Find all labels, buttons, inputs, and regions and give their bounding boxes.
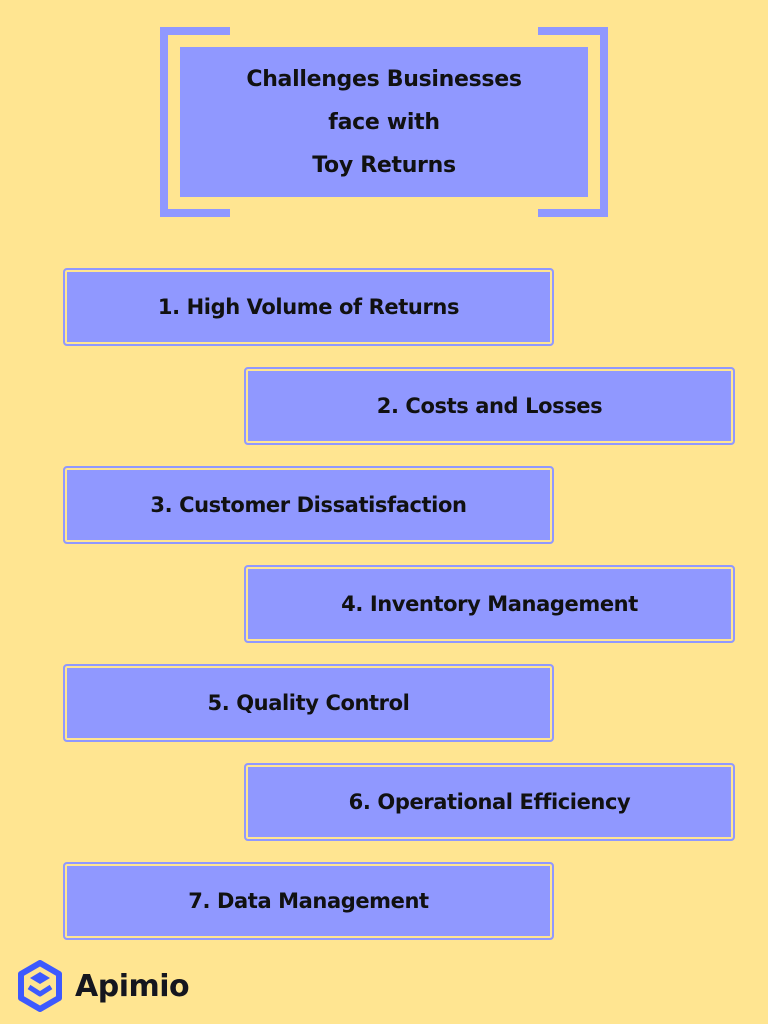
title-bracket-right bbox=[538, 27, 608, 217]
challenge-item-1: 1. High Volume of Returns bbox=[63, 268, 554, 346]
brand-name: Apimio bbox=[75, 968, 190, 1004]
challenge-label: 5. Quality Control bbox=[207, 691, 410, 715]
challenge-item-2: 2. Costs and Losses bbox=[244, 367, 735, 445]
challenge-item-3: 3. Customer Dissatisfaction bbox=[63, 466, 554, 544]
challenge-label: 3. Customer Dissatisfaction bbox=[150, 493, 467, 517]
challenge-item-5: 5. Quality Control bbox=[63, 664, 554, 742]
brand-logo: Apimio bbox=[17, 960, 190, 1012]
challenge-label: 1. High Volume of Returns bbox=[157, 295, 460, 319]
challenge-label: 2. Costs and Losses bbox=[376, 394, 603, 418]
page-title: Challenges Businesses face with Toy Retu… bbox=[246, 66, 522, 178]
challenge-item-6: 6. Operational Efficiency bbox=[244, 763, 735, 841]
challenge-item-7: 7. Data Management bbox=[63, 862, 554, 940]
title-bracket-left bbox=[160, 27, 230, 217]
challenge-item-4: 4. Inventory Management bbox=[244, 565, 735, 643]
challenge-label: 4. Inventory Management bbox=[341, 592, 638, 616]
challenge-label: 7. Data Management bbox=[188, 889, 429, 913]
title-box: Challenges Businesses face with Toy Retu… bbox=[180, 47, 588, 197]
apimio-cube-icon bbox=[18, 960, 62, 1012]
challenge-label: 6. Operational Efficiency bbox=[348, 790, 631, 814]
